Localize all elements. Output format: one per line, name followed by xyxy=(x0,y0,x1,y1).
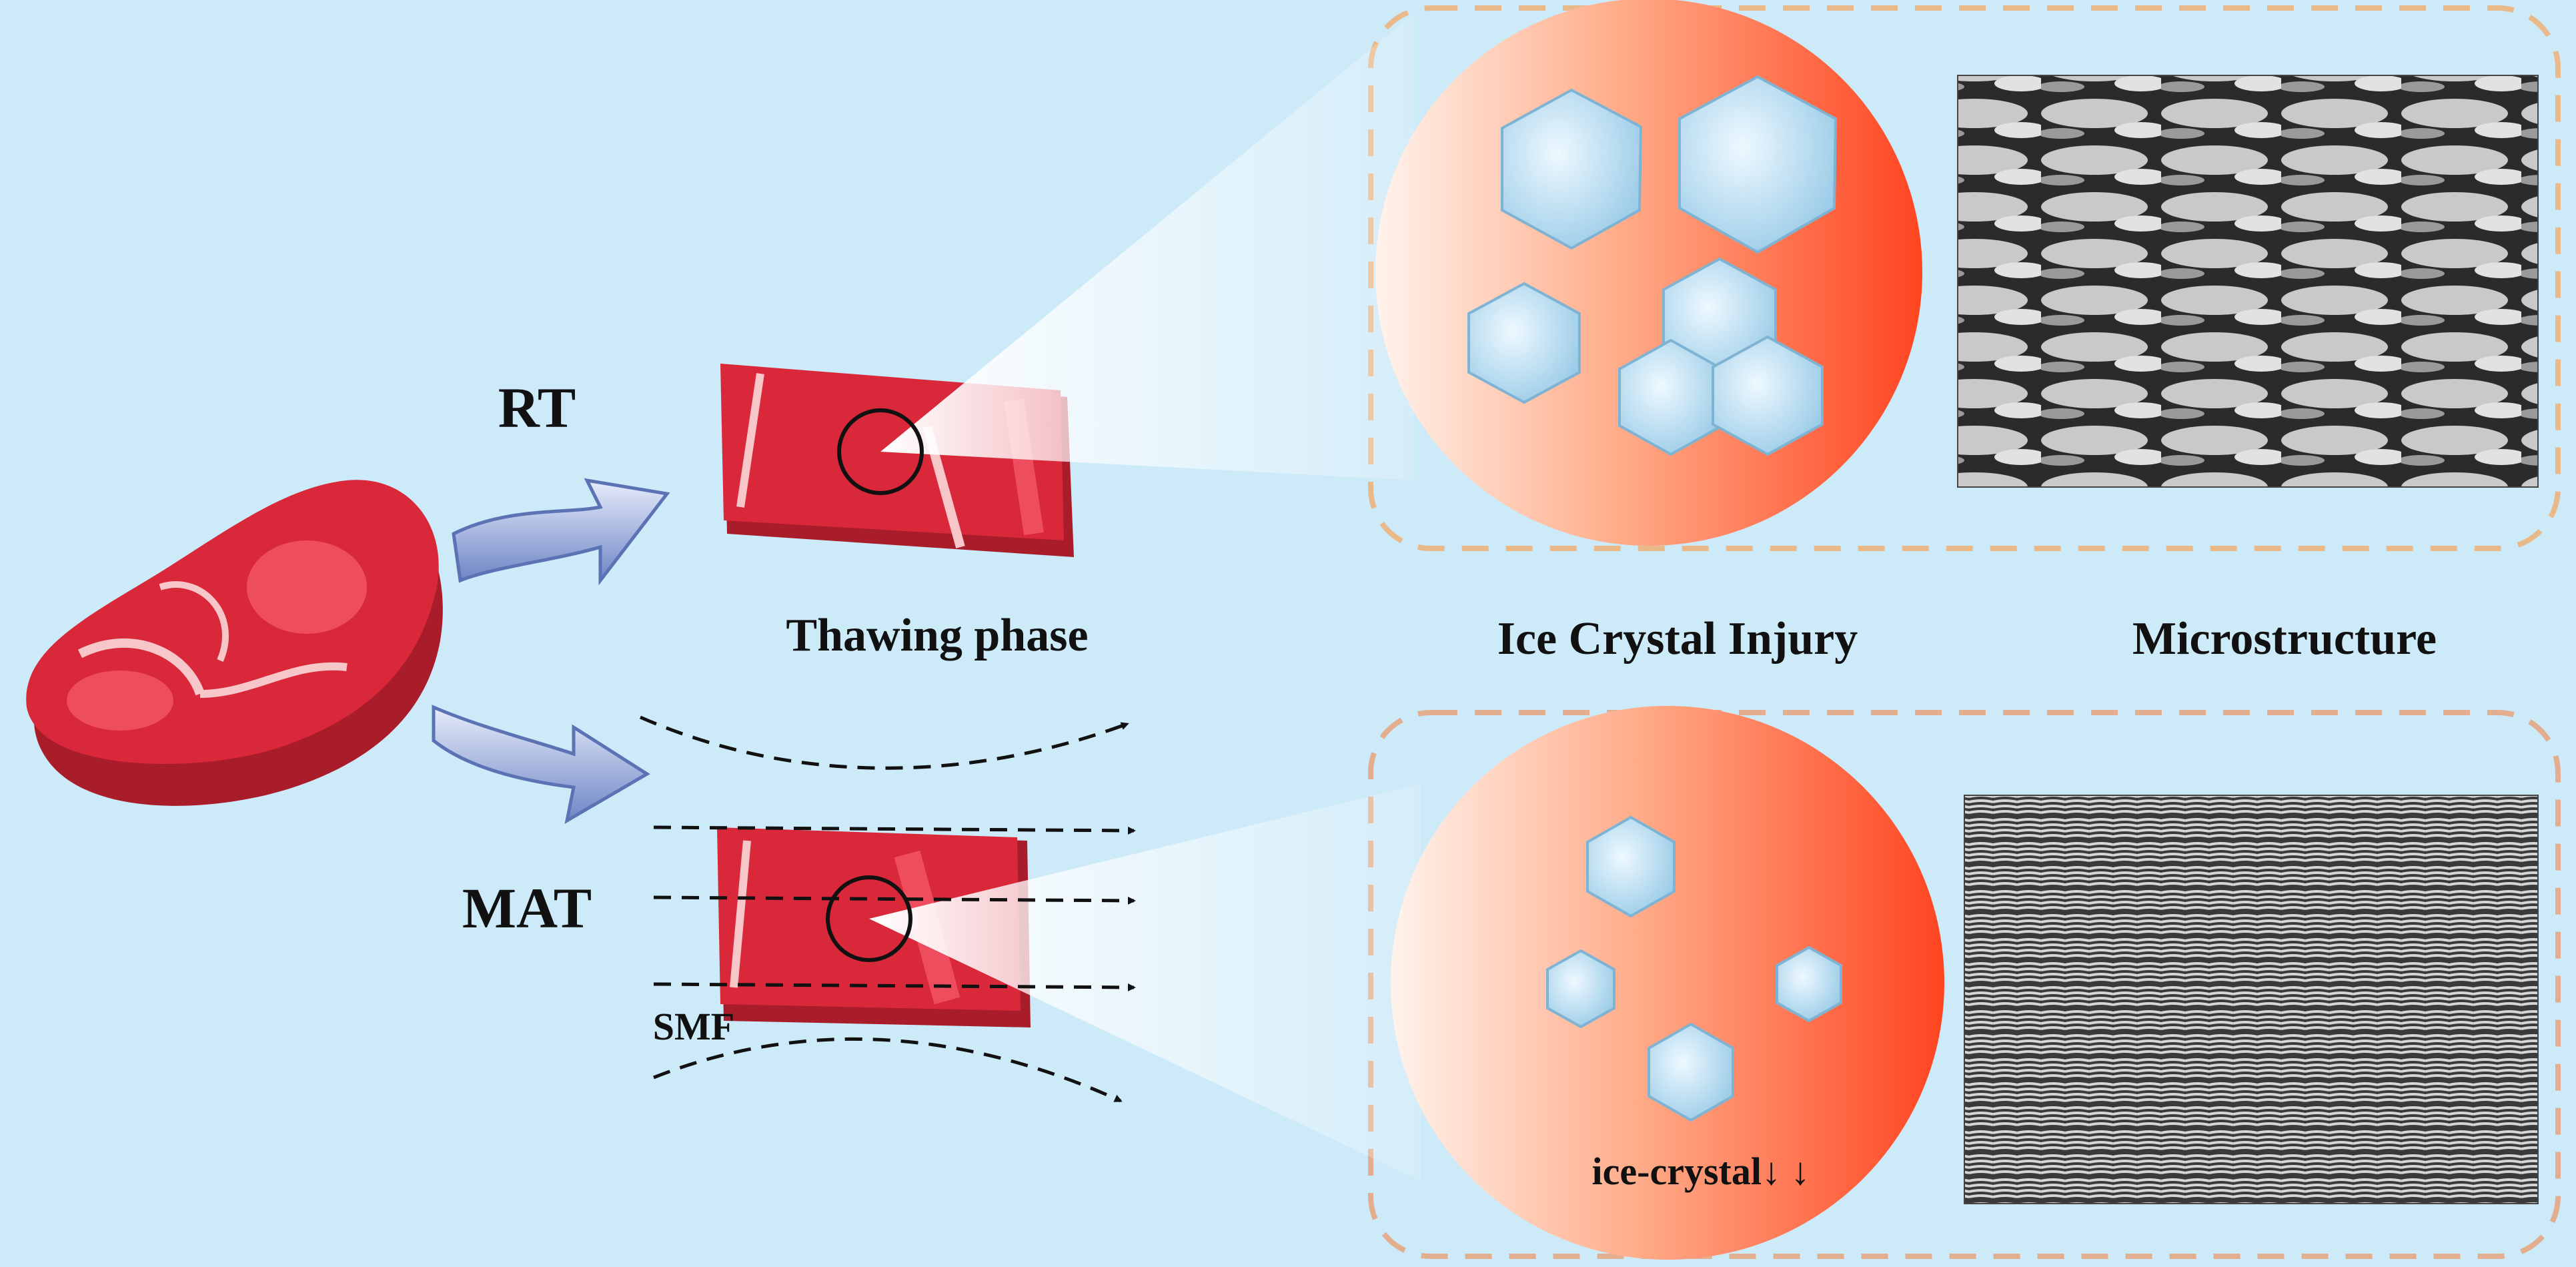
ice-crystal-injury-label: Ice Crystal Injury xyxy=(1497,613,1858,665)
mat-label: MAT xyxy=(462,876,592,940)
hexagonal-ice-crystal-icon xyxy=(1678,75,1838,254)
smf-label: SMF xyxy=(653,1005,734,1048)
microstructure-label: Microstructure xyxy=(2132,613,2437,665)
rt-zoom-ring xyxy=(837,408,924,495)
rt-zoom-beam xyxy=(880,13,1414,480)
rt-label: RT xyxy=(498,376,576,440)
dashed-field-line-icon xyxy=(653,1037,1123,1103)
ice-crystal-reduction-note: ice-crystal↓ ↓ xyxy=(1592,1150,1810,1193)
whole-meat-steak xyxy=(26,480,443,806)
mat-zoom-beam xyxy=(869,784,1421,1181)
mat-microstructure-image xyxy=(1964,795,2539,1204)
hexagonal-ice-crystal-icon xyxy=(1648,1022,1734,1122)
dashed-field-line-icon xyxy=(653,895,1136,905)
rt-ice-crystal-circle xyxy=(1375,0,1922,546)
hexagonal-ice-crystal-icon xyxy=(1712,335,1824,456)
hexagonal-ice-crystal-icon xyxy=(1776,945,1842,1023)
dashed-field-line-icon xyxy=(653,982,1136,991)
mat-crystals xyxy=(1546,815,1842,1122)
hexagonal-ice-crystal-icon xyxy=(1546,949,1616,1029)
mat-zoom-ring xyxy=(826,875,912,962)
mat-meat-piece xyxy=(717,827,1031,1027)
mat-ice-crystal-circle xyxy=(1391,706,1944,1260)
hexagonal-ice-crystal-icon xyxy=(1501,88,1643,250)
arrow-to-mat-icon xyxy=(432,705,650,824)
dashed-field-line-icon xyxy=(653,825,1136,835)
dashed-field-line-icon xyxy=(639,715,1129,770)
rt-crystals xyxy=(1467,75,1838,456)
rt-microstructure-image xyxy=(1957,75,2539,488)
arrow-to-rt-icon xyxy=(452,478,670,586)
magnetic-field-lines xyxy=(639,715,1136,1103)
hexagonal-ice-crystal-icon xyxy=(1586,815,1676,918)
thawing-phase-label: Thawing phase xyxy=(786,610,1088,661)
hexagonal-ice-crystal-icon xyxy=(1467,282,1581,404)
